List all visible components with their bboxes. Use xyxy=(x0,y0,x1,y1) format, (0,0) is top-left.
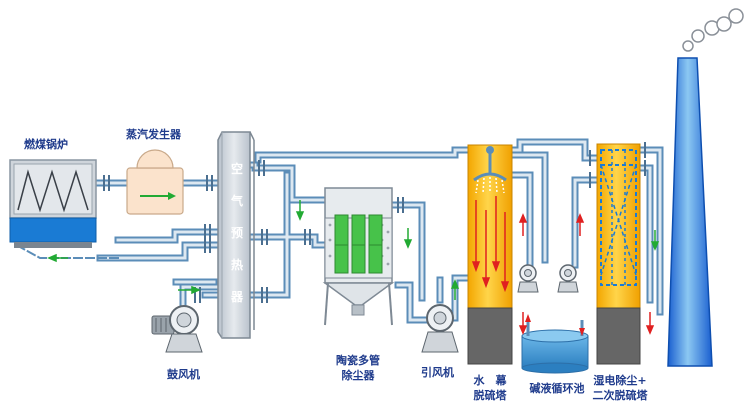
ceramic-collector-label-line2: 除尘器 xyxy=(341,369,375,382)
circulation-pumps xyxy=(517,264,579,293)
wesp-tower-label-line1: 湿电除尘+ xyxy=(593,374,647,387)
pipes xyxy=(18,138,664,324)
alkali-circulation-pool xyxy=(521,314,589,374)
air-preheater xyxy=(217,131,255,339)
ceramic-collector-label-line1: 陶瓷多管 xyxy=(336,354,380,367)
blower-label: 鼓风机 xyxy=(167,368,200,381)
ceramic-dust-collector xyxy=(322,187,395,326)
water-curtain-tower xyxy=(467,144,513,365)
chimney-stack xyxy=(667,57,713,367)
steam-generator-label: 蒸汽发生器 xyxy=(126,128,181,141)
water-tower-label-line1: 水 幕 xyxy=(473,374,507,387)
wesp-tower-label-line2: 二次脱硫塔 xyxy=(592,389,648,402)
water-tower-label-line2: 脱硫塔 xyxy=(473,389,507,402)
air-preheater-label-char-2: 气 xyxy=(230,194,244,208)
smoke-cloud-icon xyxy=(682,8,744,52)
flow-arrows xyxy=(47,200,660,335)
air-preheater-label-char-5: 器 xyxy=(230,290,244,304)
steam-generator xyxy=(126,149,184,215)
boiler-label: 燃煤锅炉 xyxy=(24,138,68,151)
air-preheater-label-char-3: 预 xyxy=(230,226,244,240)
coal-boiler xyxy=(9,159,97,248)
induced-fan xyxy=(421,304,459,353)
alkali-pool-label: 碱液循环池 xyxy=(529,382,585,395)
blower xyxy=(151,305,203,353)
air-preheater-label-char-4: 热 xyxy=(230,258,244,272)
wesp-tower xyxy=(596,143,641,365)
induced-fan-label: 引风机 xyxy=(421,366,454,379)
air-preheater-label-char-1: 空 xyxy=(230,162,244,176)
